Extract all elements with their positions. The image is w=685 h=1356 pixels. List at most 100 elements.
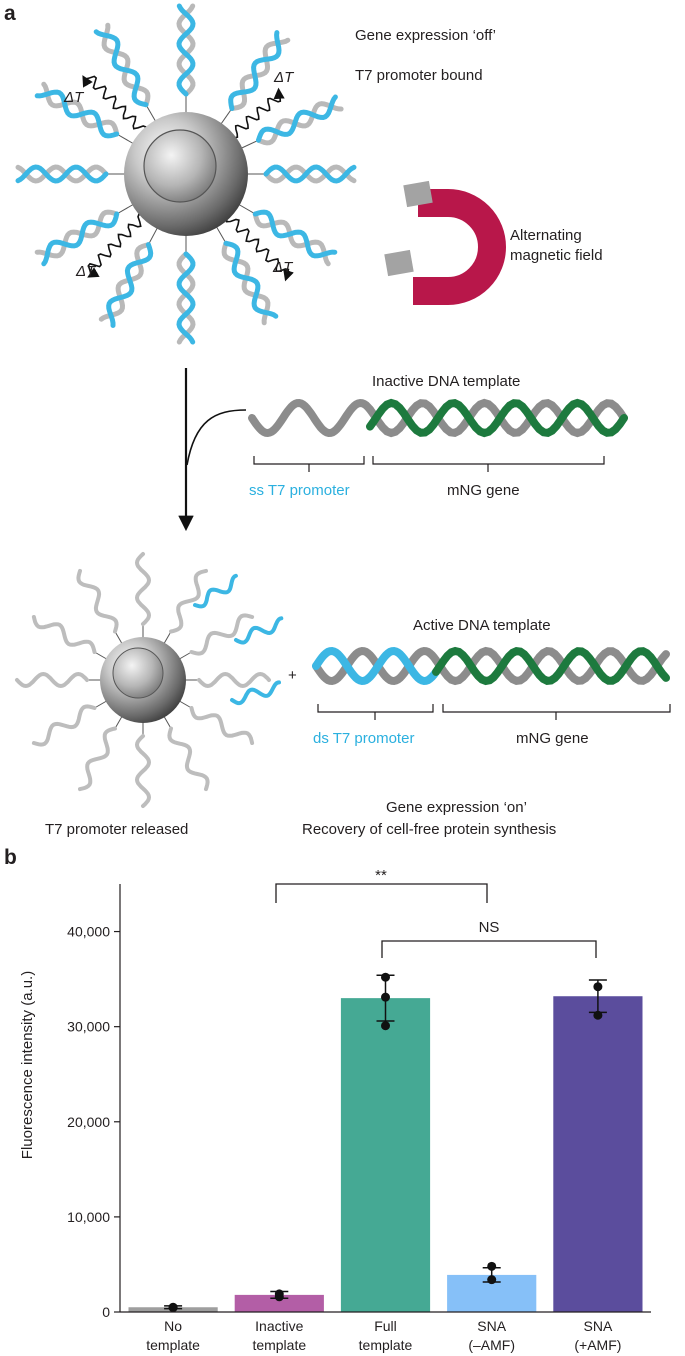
- x-tick-label: (+AMF): [574, 1337, 621, 1353]
- dna-strand: [312, 646, 440, 686]
- ss-promoter-label: ss T7 promoter: [249, 482, 350, 499]
- promoter-strand: [41, 211, 120, 267]
- dna-strand: [248, 398, 374, 438]
- data-point: [168, 1303, 178, 1313]
- nanoparticle-core: [143, 129, 217, 203]
- state-on-subtext: Recovery of cell-free protein synthesis: [302, 821, 556, 838]
- dna-strand: [256, 101, 344, 146]
- dna-strand: [221, 240, 271, 326]
- ds-promoter-label: ds T7 promoter: [313, 730, 414, 747]
- inactive-template-title: Inactive DNA template: [372, 373, 520, 390]
- dna-strand: [263, 164, 357, 184]
- branch-curve: [186, 409, 247, 466]
- significance-label: **: [375, 867, 387, 884]
- delta-t-label: ΔT: [75, 263, 97, 280]
- plus-sign: +: [288, 667, 297, 684]
- dna-strand: [229, 37, 291, 111]
- data-point: [381, 972, 390, 982]
- ss-strand: [31, 704, 97, 747]
- dna-strand: [176, 251, 196, 345]
- significance-label: NS: [479, 919, 500, 936]
- y-tick-label: 30,000: [67, 1019, 110, 1035]
- x-tick-label: SNA: [584, 1318, 613, 1334]
- x-tick-label: template: [359, 1337, 413, 1353]
- promoter-strand: [263, 164, 357, 184]
- promoter-strand: [93, 29, 149, 108]
- data-point: [381, 1021, 390, 1031]
- panel-b-label: b: [4, 846, 17, 869]
- dna-strand: [432, 646, 670, 686]
- significance-bracket: [381, 940, 597, 958]
- ss-strand: [189, 613, 255, 656]
- dna-strand: [15, 164, 109, 184]
- promoter-strand: [256, 94, 338, 143]
- x-tick-label: Full: [374, 1318, 397, 1334]
- data-point: [593, 1010, 603, 1020]
- released-promoter: [193, 573, 238, 609]
- ss-strand: [31, 615, 97, 654]
- ss-strand: [15, 671, 89, 689]
- promoter-strand: [252, 209, 338, 259]
- x-tick-label: Inactive: [255, 1318, 303, 1334]
- bar-chart: Fluorescence intensity (a.u.) 0 10,000 20,…: [19, 884, 651, 1353]
- promoter-strand: [15, 164, 109, 184]
- active-template-title: Active DNA template: [413, 617, 551, 634]
- data-point: [274, 1292, 284, 1302]
- y-tick-label: 0: [102, 1304, 110, 1320]
- promoter-strand: [223, 240, 279, 319]
- data-point: [487, 1261, 497, 1271]
- promoter-strand: [106, 242, 154, 328]
- gene-label: mNG gene: [516, 730, 589, 747]
- ss-strand: [134, 552, 152, 626]
- x-tick-label: template: [252, 1337, 306, 1353]
- promoter-strand: [176, 3, 196, 97]
- promoter-strand: [176, 251, 196, 345]
- gene-bracket: [372, 456, 605, 472]
- ss-strand: [76, 568, 119, 634]
- panel-a-label: a: [4, 2, 16, 25]
- gene-bracket: [442, 704, 671, 720]
- significance-bracket: [275, 883, 488, 903]
- active-dna-helix: [312, 646, 670, 686]
- x-tick-label: No: [164, 1318, 182, 1334]
- dna-strand: [41, 81, 120, 137]
- promoter-strand: [228, 30, 282, 111]
- delta-t-label: ΔT: [272, 259, 294, 276]
- ss-strand: [197, 671, 271, 689]
- y-tick-label: 20,000: [67, 1114, 110, 1130]
- ss-strand: [78, 726, 117, 792]
- bar: [234, 1294, 324, 1312]
- dna-strand: [101, 22, 151, 108]
- data-point: [487, 1275, 497, 1285]
- x-tick-label: (–AMF): [468, 1337, 515, 1353]
- bar: [553, 996, 643, 1312]
- state-off-subtext: T7 promoter bound: [355, 67, 483, 84]
- state-on-text: Gene expression ‘on’: [386, 799, 527, 816]
- dna-strand: [176, 3, 196, 97]
- dna-strand: [366, 398, 628, 438]
- y-tick-label: 40,000: [67, 924, 110, 940]
- delta-t-label: ΔT: [63, 89, 85, 106]
- released-promoter: [230, 680, 281, 706]
- bound-dna-strands: [15, 3, 357, 345]
- x-tick-label: template: [146, 1337, 200, 1353]
- ss-strand: [167, 726, 210, 792]
- data-point: [593, 982, 603, 992]
- dna-strand: [34, 209, 120, 259]
- ss-strand: [134, 734, 152, 808]
- nanoparticle-core: [112, 647, 164, 699]
- dna-strand: [366, 398, 628, 438]
- inactive-dna-helix: [248, 398, 628, 438]
- data-point: [381, 992, 390, 1002]
- y-tick-label: 10,000: [67, 1209, 110, 1225]
- promoter-strand: [34, 89, 120, 139]
- y-axis-label: Fluorescence intensity (a.u.): [19, 971, 36, 1159]
- field-label: Alternating: [510, 227, 582, 244]
- ss-strand: [169, 568, 208, 634]
- bar: [340, 998, 431, 1312]
- released-promoter: [234, 616, 284, 645]
- released-strands: [15, 552, 284, 808]
- field-label: magnetic field: [510, 247, 603, 264]
- dna-strand: [98, 242, 151, 322]
